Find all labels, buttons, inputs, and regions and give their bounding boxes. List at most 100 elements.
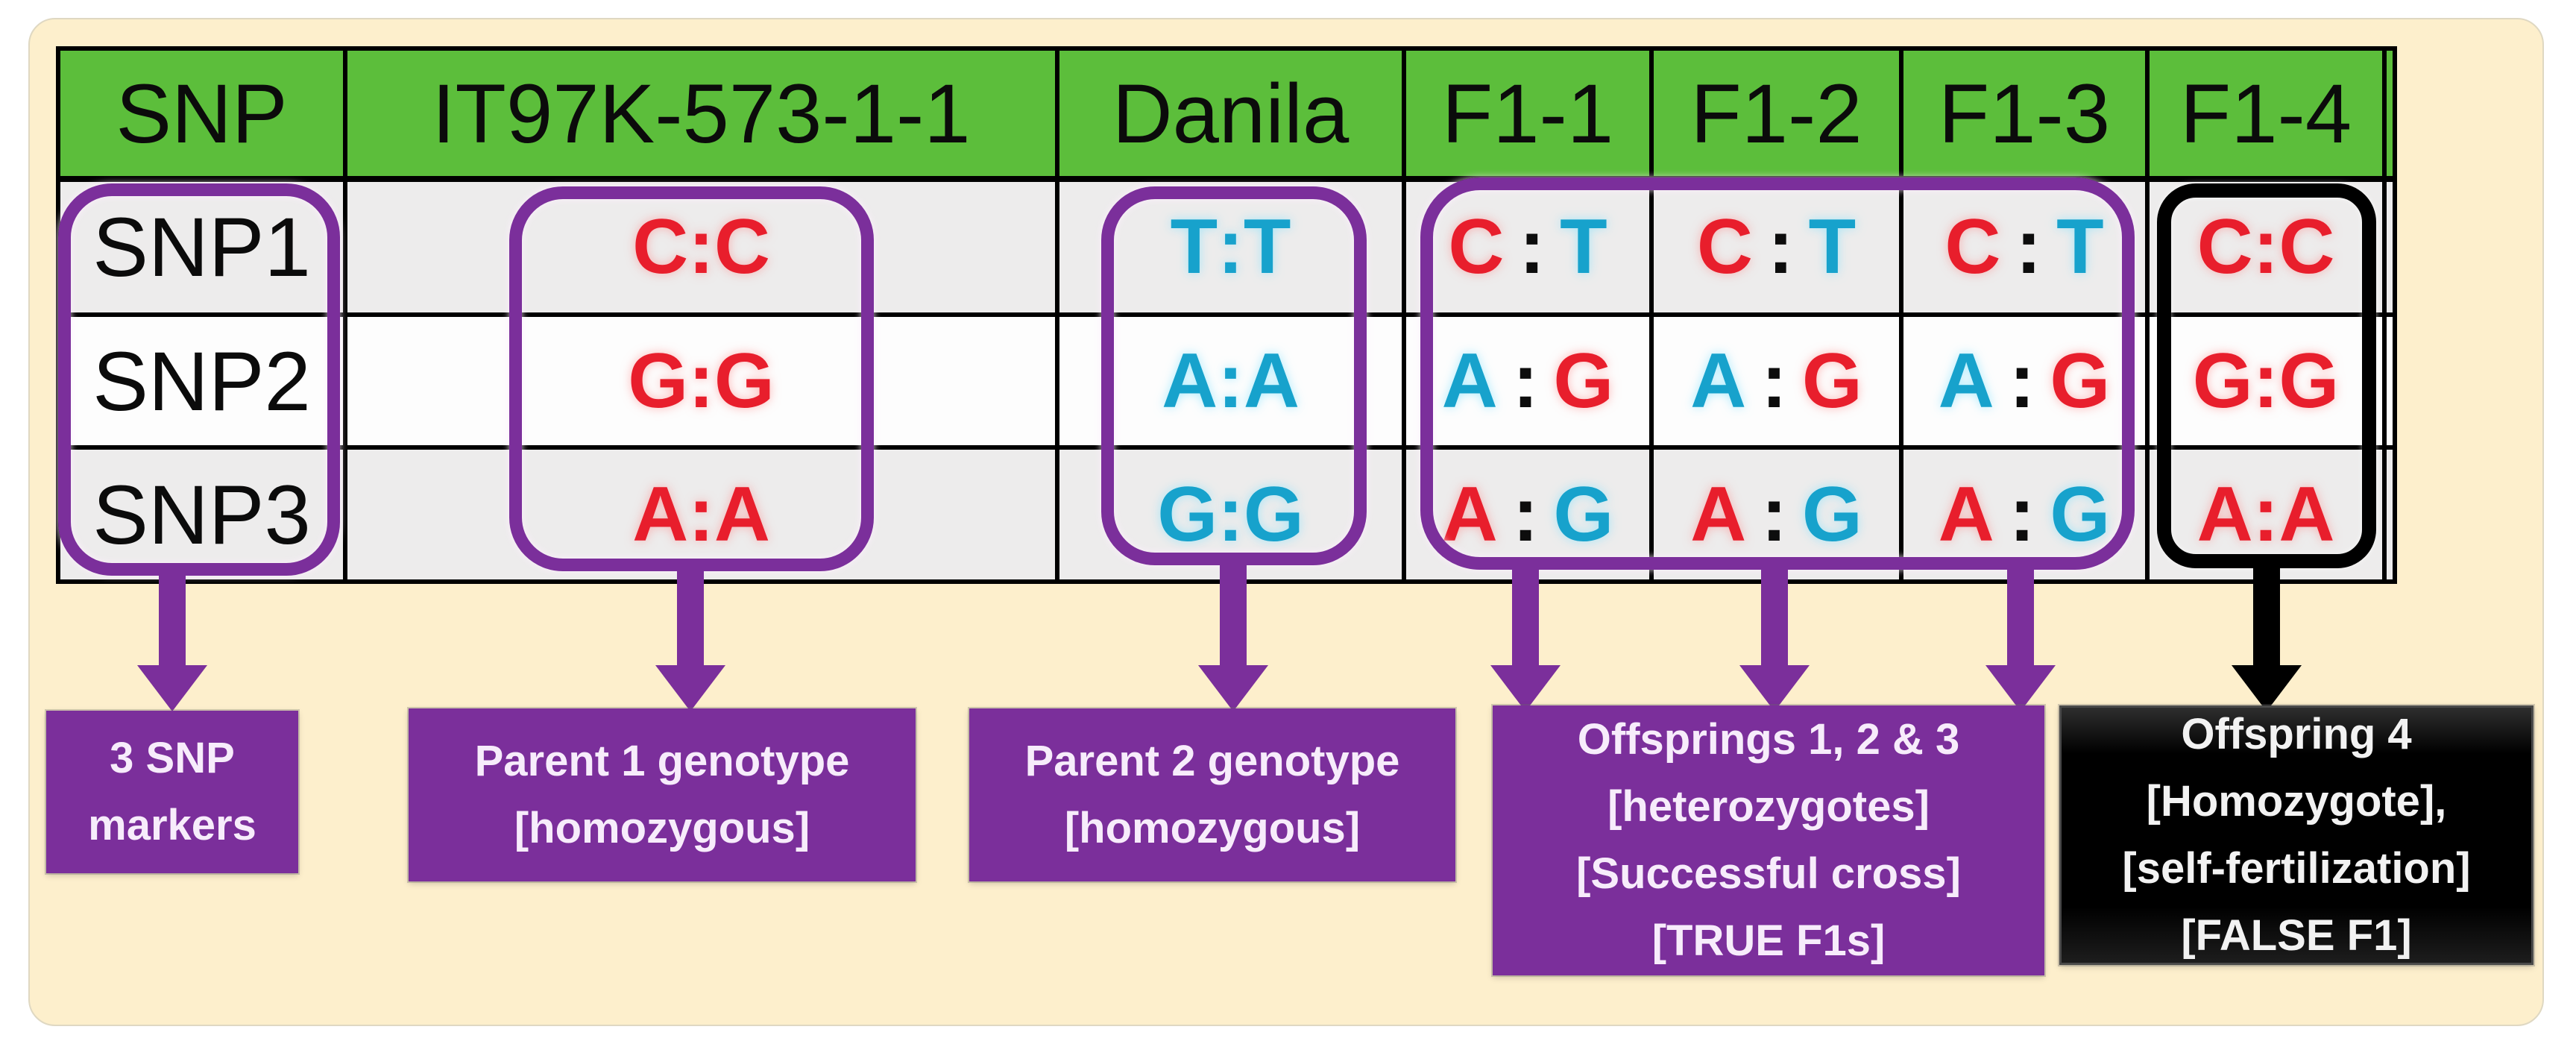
allele-separator: : — [2252, 337, 2279, 424]
arrow-head-icon — [1739, 665, 1810, 711]
highlight-parent1-genotypes — [509, 186, 874, 571]
header-it97k-573-1-1: IT97K-573-1-1 — [343, 46, 1059, 182]
cell-snp2-parent1: G:G — [343, 312, 1059, 450]
table-row-snp3: SNP3 A:A G:G A:G A:G A:G A:A — [56, 445, 2397, 584]
table-edge-sliver — [2382, 312, 2397, 450]
allele-separator: : — [1512, 337, 1539, 424]
allele-separator: : — [1767, 204, 1794, 290]
callout-line: 3 SNP — [110, 734, 235, 783]
table-row-snp2: SNP2 G:G A:A A:G A:G A:G G:G — [56, 312, 2397, 450]
callout-line: [homozygous] — [1064, 804, 1361, 852]
down-arrow-parent2 — [1198, 564, 1268, 711]
down-arrow-f1-1 — [1490, 568, 1561, 711]
allele-T: T — [1808, 204, 1857, 290]
allele-C: C — [632, 204, 689, 290]
callout-parent2: Parent 2 genotype [homozygous] — [969, 708, 1455, 881]
allele-separator: : — [2252, 471, 2279, 558]
cell-snp2-f1-1: A:G — [1402, 312, 1654, 450]
allele-T: T — [1243, 204, 1291, 290]
allele-separator: : — [2009, 471, 2035, 558]
highlight-parent2-genotypes — [1101, 186, 1367, 565]
allele-G: G — [2279, 337, 2340, 424]
allele-A: A — [1938, 471, 1994, 558]
arrow-stem — [1220, 564, 1247, 665]
down-arrow-f1-4 — [2232, 567, 2302, 711]
allele-G: G — [1553, 337, 1614, 424]
arrow-head-icon — [1198, 665, 1268, 711]
cell-snp1-parent1: C:C — [343, 177, 1059, 317]
allele-G: G — [1801, 337, 1862, 424]
arrow-stem — [2007, 568, 2034, 665]
header-snp: SNP — [56, 46, 347, 182]
arrow-head-icon — [137, 665, 207, 711]
callout-line: Offspring 4 — [2181, 710, 2412, 759]
allele-A: A — [1441, 337, 1498, 424]
allele-separator: : — [1519, 204, 1546, 290]
allele-G: G — [714, 337, 775, 424]
allele-A: A — [2196, 471, 2253, 558]
allele-G: G — [1243, 471, 1304, 558]
cell-snp1-f1-3: C:T — [1899, 177, 2150, 317]
allele-A: A — [714, 471, 770, 558]
arrow-stem — [159, 576, 186, 665]
down-arrow-snp-markers — [137, 576, 207, 711]
callout-line: [Successful cross] — [1576, 849, 1961, 898]
arrow-head-icon — [1985, 665, 2056, 711]
allele-separator: : — [1218, 204, 1244, 290]
callout-line: [self-fertilization] — [2122, 844, 2471, 893]
arrow-stem — [677, 570, 704, 665]
allele-C: C — [714, 204, 770, 290]
allele-separator: : — [2009, 337, 2035, 424]
allele-separator: : — [1761, 471, 1787, 558]
allele-C: C — [2279, 204, 2335, 290]
allele-G: G — [2192, 337, 2253, 424]
allele-G: G — [1801, 471, 1862, 558]
allele-G: G — [1553, 471, 1614, 558]
allele-separator: : — [2252, 204, 2279, 290]
arrow-stem — [1512, 568, 1539, 665]
allele-G: G — [2050, 337, 2111, 424]
callout-line: Parent 2 genotype — [1024, 737, 1400, 786]
allele-T: T — [1170, 204, 1218, 290]
header-f1-4: F1-4 — [2145, 46, 2387, 182]
callout-line: [homozygous] — [514, 804, 810, 852]
callout-line: [Homozygote], — [2146, 777, 2447, 826]
down-arrow-f1-3 — [1985, 568, 2056, 711]
header-f1-2: F1-2 — [1649, 46, 1903, 182]
highlight-snp-markers — [58, 183, 340, 576]
allele-separator: : — [688, 337, 714, 424]
callout-offsprings-123: Offsprings 1, 2 & 3 [heterozygotes] [Suc… — [1493, 705, 2044, 975]
allele-separator: : — [1761, 337, 1787, 424]
allele-C: C — [1696, 204, 1753, 290]
allele-separator: : — [688, 471, 714, 558]
allele-separator: : — [1218, 471, 1244, 558]
callout-line: [heterozygotes] — [1607, 782, 1930, 831]
table-header-row: SNP IT97K-573-1-1 Danila F1-1 F1-2 F1-3 … — [56, 46, 2397, 182]
highlight-true-f1-genotypes — [1420, 177, 2135, 570]
down-arrow-f1-2 — [1739, 568, 1810, 711]
cell-snp1-f1-1: C:T — [1402, 177, 1654, 317]
cell-snp1-f1-2: C:T — [1649, 177, 1903, 317]
allele-A: A — [1162, 337, 1218, 424]
down-arrow-parent1 — [655, 570, 725, 711]
allele-G: G — [628, 337, 689, 424]
allele-A: A — [1243, 337, 1300, 424]
arrow-head-icon — [2232, 665, 2302, 711]
header-danila: Danila — [1055, 46, 1406, 182]
allele-C: C — [2196, 204, 2253, 290]
allele-T: T — [1560, 204, 1607, 290]
header-f1-3: F1-3 — [1899, 46, 2150, 182]
allele-A: A — [2279, 471, 2335, 558]
allele-separator: : — [1512, 471, 1539, 558]
cell-snp1-danila: T:T — [1055, 177, 1406, 317]
callout-line: Offsprings 1, 2 & 3 — [1577, 715, 1960, 764]
callout-line: markers — [88, 801, 256, 849]
callout-line: [TRUE F1s] — [1651, 916, 1886, 965]
highlight-false-f1-genotypes — [2157, 183, 2376, 568]
allele-A: A — [1690, 337, 1747, 424]
callout-offspring-4: Offspring 4 [Homozygote], [self-fertiliz… — [2059, 705, 2534, 965]
arrow-stem — [2253, 567, 2280, 665]
cell-snp2-f1-2: A:G — [1649, 312, 1903, 450]
allele-separator: : — [688, 204, 714, 290]
